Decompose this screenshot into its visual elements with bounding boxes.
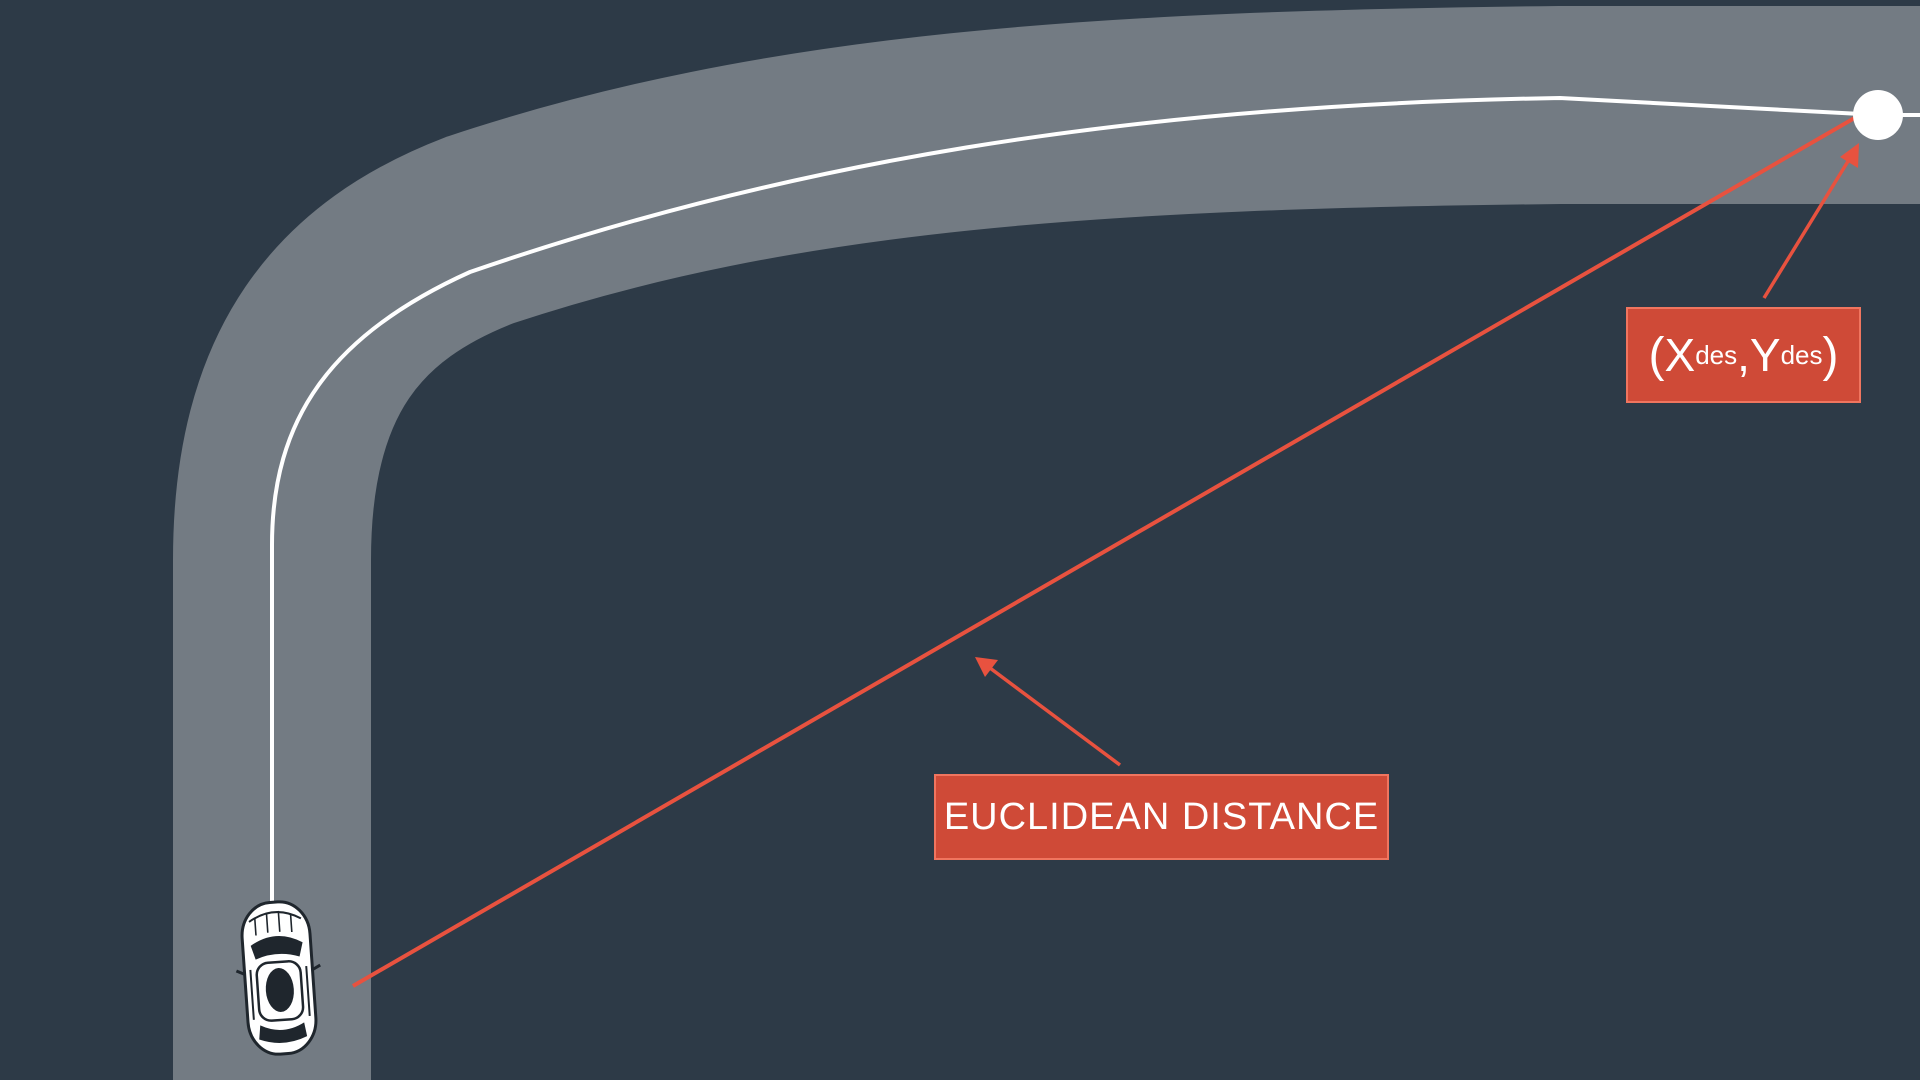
- goal-pointer-arrow: [1762, 143, 1859, 299]
- euclidean-distance-text: EUCLIDEAN DISTANCE: [943, 795, 1380, 838]
- goal-close-paren: ): [1822, 328, 1839, 382]
- goal-y-subscript: des: [1780, 339, 1823, 370]
- goal-comma: ,: [1737, 329, 1750, 381]
- distance-pointer-arrow: [975, 657, 1122, 767]
- road: [173, 6, 1920, 1080]
- goal-x: X: [1664, 329, 1696, 381]
- euclidean-distance-label: EUCLIDEAN DISTANCE: [934, 774, 1389, 860]
- target-point-icon: [1853, 90, 1903, 140]
- euclidean-distance-line: [351, 114, 1860, 988]
- goal-x-subscript: des: [1695, 339, 1738, 370]
- reference-path: [270, 95, 1920, 905]
- car-top-view-icon: [235, 900, 321, 1056]
- goal-open-paren: (: [1648, 328, 1665, 382]
- goal-y: Y: [1749, 329, 1781, 381]
